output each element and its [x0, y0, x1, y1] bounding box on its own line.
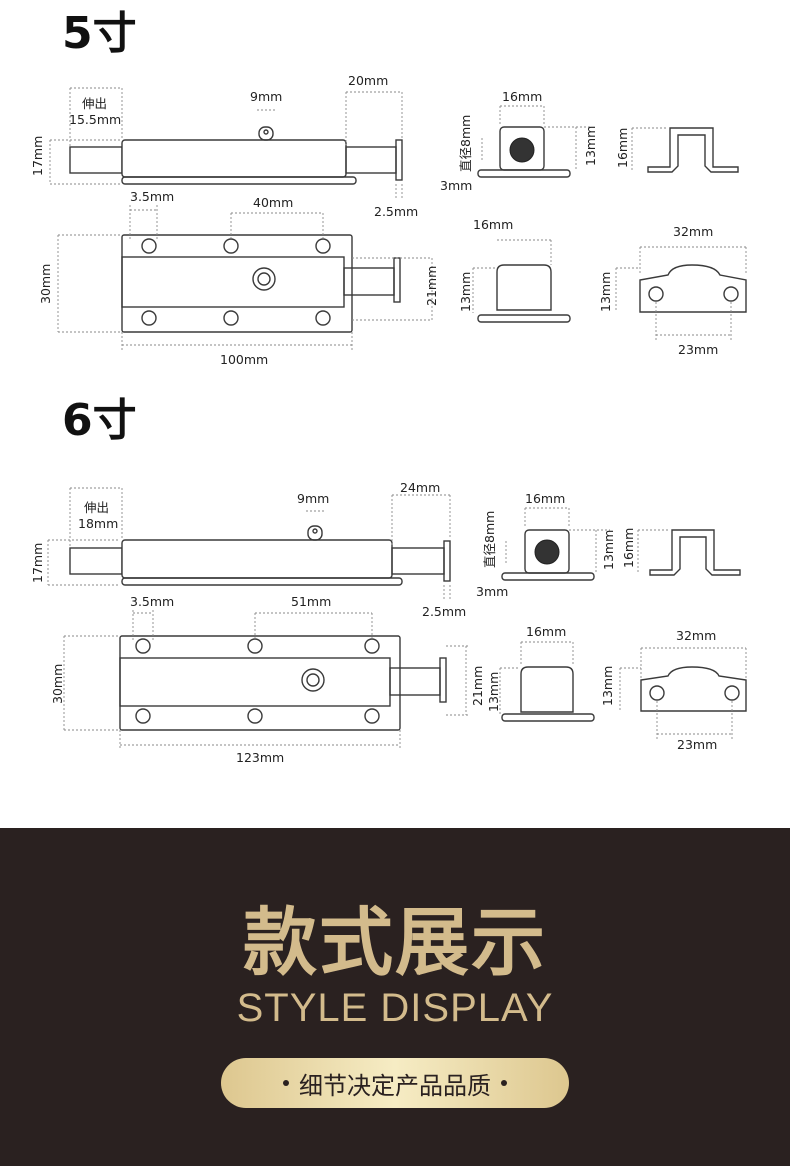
- stroke-value: 15.5mm: [69, 112, 121, 127]
- bolt-top-view: [121, 234, 401, 333]
- heading-5-inch: 5寸: [62, 8, 137, 59]
- keeper-width: 16mm: [502, 89, 542, 104]
- staple-front-height: 13mm: [600, 666, 615, 706]
- dimension-diagram: .o { fill: none; stroke: #3a3a3a; stroke…: [30, 8, 747, 765]
- staple-side-view: [647, 127, 739, 173]
- banner-title: 款式展示: [243, 900, 547, 986]
- keeper-diameter: 直径8mm: [482, 511, 497, 568]
- keeper-side-view: [477, 126, 571, 178]
- base-extension: 2.5mm: [422, 604, 466, 619]
- total-length: 123mm: [236, 750, 284, 765]
- keeper-height: 13mm: [583, 126, 598, 166]
- bolt-extension: 24mm: [400, 480, 440, 495]
- bolt-side-view: [69, 126, 403, 185]
- keeper-front-view: [477, 264, 571, 323]
- stroke-value: 18mm: [78, 516, 118, 531]
- keeper-front-height: 13mm: [486, 672, 501, 712]
- bolt-width: 21mm: [470, 666, 485, 706]
- staple-side-view: [649, 529, 741, 576]
- staple-front-view: [640, 666, 747, 712]
- keeper-diameter: 直径8mm: [458, 115, 473, 172]
- bolt-width: 21mm: [424, 266, 439, 306]
- staple-height: 16mm: [615, 128, 630, 168]
- knob-width: 9mm: [297, 491, 329, 506]
- hole-pitch: 51mm: [291, 594, 331, 609]
- keeper-base: 3mm: [440, 178, 472, 193]
- staple-width: 32mm: [676, 628, 716, 643]
- base-extension: 2.5mm: [374, 204, 418, 219]
- bullet-icon: [501, 1080, 507, 1086]
- heading-6-inch: 6寸: [62, 395, 137, 446]
- keeper-width: 16mm: [525, 491, 565, 506]
- section-5-inch: 5寸 伸出 15.5mm 9mm 20mm 17mm 3.5mm 2.5mm: [30, 8, 747, 367]
- section-6-inch: 6寸 伸出 18mm 9mm 24mm 17mm 3.5mm 2.5mm: [30, 395, 747, 765]
- keeper-front-view: [501, 666, 595, 722]
- bullet-icon: [283, 1080, 289, 1086]
- stroke-label: 伸出: [82, 96, 107, 111]
- bolt-top-view: [119, 635, 447, 731]
- body-width: 30mm: [50, 664, 65, 704]
- tagline-pill: 细节决定产品品质: [221, 1058, 569, 1108]
- staple-inner: 23mm: [678, 342, 718, 357]
- keeper-base: 3mm: [476, 584, 508, 599]
- total-length: 100mm: [220, 352, 268, 367]
- staple-height: 16mm: [621, 528, 636, 568]
- keeper-height: 13mm: [601, 530, 616, 570]
- bolt-extension: 20mm: [348, 73, 388, 88]
- knob-width: 9mm: [250, 89, 282, 104]
- body-height: 17mm: [30, 543, 45, 583]
- staple-inner: 23mm: [677, 737, 717, 752]
- banner-subtitle: STYLE DISPLAY: [236, 986, 554, 1030]
- staple-front-height: 13mm: [598, 272, 613, 312]
- hole-pitch: 40mm: [253, 195, 293, 210]
- keeper-front-width: 16mm: [473, 217, 513, 232]
- keeper-front-width: 16mm: [526, 624, 566, 639]
- keeper-side-view: [501, 529, 595, 581]
- style-display-banner: 款式展示 STYLE DISPLAY 细节决定产品品质: [0, 828, 790, 1166]
- stroke-label: 伸出: [84, 500, 109, 515]
- body-width: 30mm: [38, 264, 53, 304]
- bolt-side-view: [69, 525, 451, 586]
- staple-front-view: [639, 264, 747, 313]
- hole-offset: 3.5mm: [130, 594, 174, 609]
- keeper-front-height: 13mm: [458, 272, 473, 312]
- staple-width: 32mm: [673, 224, 713, 239]
- hole-offset: 3.5mm: [130, 189, 174, 204]
- tagline-text: 细节决定产品品质: [299, 1071, 491, 1100]
- body-height: 17mm: [30, 136, 45, 176]
